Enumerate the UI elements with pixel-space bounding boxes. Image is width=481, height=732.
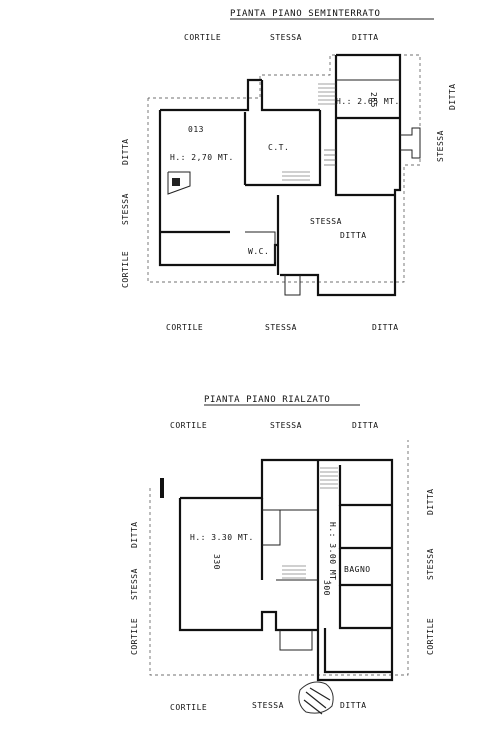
top-property-boundary	[147, 54, 421, 283]
bottom-wall-right	[316, 458, 394, 682]
top-left-label-stessa: STESSA	[121, 193, 130, 225]
top-wall-ct	[245, 110, 322, 187]
top-bottom-label-stessa: STESSA	[265, 323, 297, 332]
bottom-room-height-330: H.: 3.30 MT.	[190, 533, 254, 542]
bottom-left-label-stessa: STESSA	[130, 568, 139, 600]
top-wall-top-mid	[260, 80, 320, 112]
bottom-wall-small-room	[262, 510, 281, 546]
top-wall-wc	[245, 231, 276, 262]
bottom-left-label-ditta: DITTA	[130, 521, 139, 548]
bottom-floor-plan: PIANTA PIANO RIALZATO CORTILE STESSA DIT…	[130, 395, 435, 712]
top-edge-label-ditta: DITTA	[352, 33, 379, 42]
bottom-right-label-ditta: DITTA	[426, 488, 435, 515]
top-room-height-265: H.: 2.65 MT.	[336, 97, 400, 106]
bottom-bottom-label-cortile: CORTILE	[170, 703, 207, 712]
bottom-wall-room-b	[338, 505, 392, 550]
bottom-wall-top	[180, 458, 318, 500]
bottom-boundary-marker	[160, 478, 164, 498]
bottom-edge-label-cortile: CORTILE	[170, 421, 207, 430]
top-room-code-013: 013	[188, 125, 204, 134]
bottom-room-code-300: 300	[322, 580, 331, 596]
top-plan-title: PIANTA PIANO SEMINTERRATO	[230, 9, 380, 19]
top-wall-left-bottom	[158, 110, 278, 267]
bottom-plan-title: PIANTA PIANO RIALZATO	[204, 395, 330, 405]
top-corner-element	[167, 171, 191, 195]
top-stairs	[282, 83, 336, 181]
top-right-label-stessa: STESSA	[436, 130, 445, 162]
top-right-bay	[400, 127, 421, 159]
top-bottom-label-cortile: CORTILE	[166, 323, 203, 332]
top-wall-right	[280, 53, 402, 297]
top-room-height-270: H.: 2,70 MT.	[170, 153, 234, 162]
bottom-room-bagno: BAGNO	[344, 565, 371, 574]
bottom-property-boundary	[149, 440, 409, 676]
bottom-left-label-cortile: CORTILE	[130, 618, 139, 655]
bottom-right-label-cortile: CORTILE	[426, 618, 435, 655]
top-bottom-entrance	[284, 275, 301, 296]
top-center-label-stessa: STESSA	[310, 217, 342, 226]
top-center-label-ditta: DITTA	[340, 231, 367, 240]
top-right-label-ditta: DITTA	[448, 83, 457, 110]
top-left-label-ditta: DITTA	[121, 138, 130, 165]
bottom-stamp-mark	[298, 681, 334, 715]
top-wall-top-left	[160, 78, 262, 112]
bottom-wall-room-e	[323, 628, 392, 674]
top-edge-label-stessa: STESSA	[270, 33, 302, 42]
top-room-ct: C.T.	[268, 143, 289, 152]
bottom-wall-room-a	[338, 465, 392, 507]
bottom-right-label-stessa: STESSA	[426, 548, 435, 580]
bottom-entrance-steps	[279, 630, 313, 651]
bottom-wall-left-bottom	[178, 498, 318, 632]
top-floor-plan: PIANTA PIANO SEMINTERRATO CORTILE STESSA…	[121, 9, 457, 332]
bottom-wall-room-d	[338, 585, 392, 630]
bottom-room-height-300: H.: 3.00 MT.	[328, 522, 337, 586]
top-edge-label-cortile: CORTILE	[184, 33, 221, 42]
bottom-bottom-label-stessa: STESSA	[252, 701, 284, 710]
bottom-edge-label-stessa: STESSA	[270, 421, 302, 430]
bottom-stairs	[282, 467, 338, 579]
bottom-bottom-label-ditta: DITTA	[340, 701, 367, 710]
top-wall-right-block	[334, 55, 395, 197]
top-room-code-265: 265	[369, 92, 378, 108]
bottom-edge-label-ditta: DITTA	[352, 421, 379, 430]
top-corner-fill	[172, 178, 180, 186]
top-room-wc: W.C.	[248, 247, 269, 256]
top-bottom-label-ditta: DITTA	[372, 323, 399, 332]
top-left-label-cortile: CORTILE	[121, 251, 130, 288]
bottom-room-code-330: 330	[212, 554, 221, 570]
